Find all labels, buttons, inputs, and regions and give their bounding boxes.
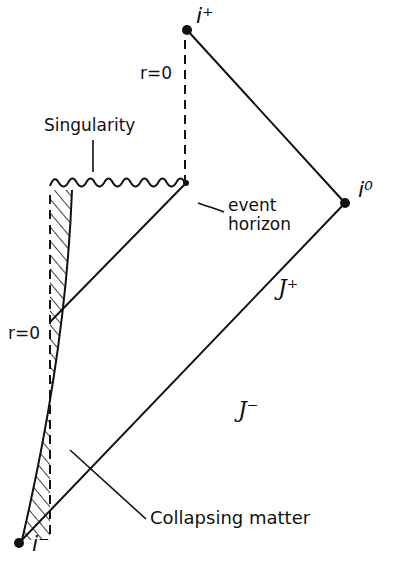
i-plus-label: i⁺: [196, 4, 214, 28]
past-null-infinity: [19, 203, 345, 543]
singularity-line: [50, 179, 185, 187]
r0-label: r=0: [8, 324, 40, 343]
future-scri-label: J⁺: [278, 276, 298, 300]
matter-boundary: [22, 190, 72, 540]
leader-line: [70, 450, 146, 519]
r0-dashed-line: [184, 40, 186, 180]
i-zero-point: [340, 198, 350, 208]
r0-dashed-line: [49, 195, 51, 535]
leader-line: [198, 203, 224, 212]
i-minus-label: i⁻: [32, 532, 50, 556]
event-horizon-label: event horizon: [228, 196, 308, 233]
i-plus-point: [182, 25, 192, 35]
singularity-label: Singularity: [44, 116, 135, 135]
collapsing-matter-label: Collapsing matter: [150, 508, 310, 528]
corner-dot: [183, 180, 189, 186]
matter-hatching: [22, 190, 72, 540]
leader-line: [92, 140, 94, 172]
past-scri-label: J⁻: [238, 398, 258, 422]
i-zero-label: i⁰: [358, 178, 373, 202]
event-horizon-line: [50, 183, 186, 322]
future-null-infinity: [187, 30, 345, 203]
i-minus-point: [14, 538, 24, 548]
r0-label: r=0: [140, 64, 172, 83]
